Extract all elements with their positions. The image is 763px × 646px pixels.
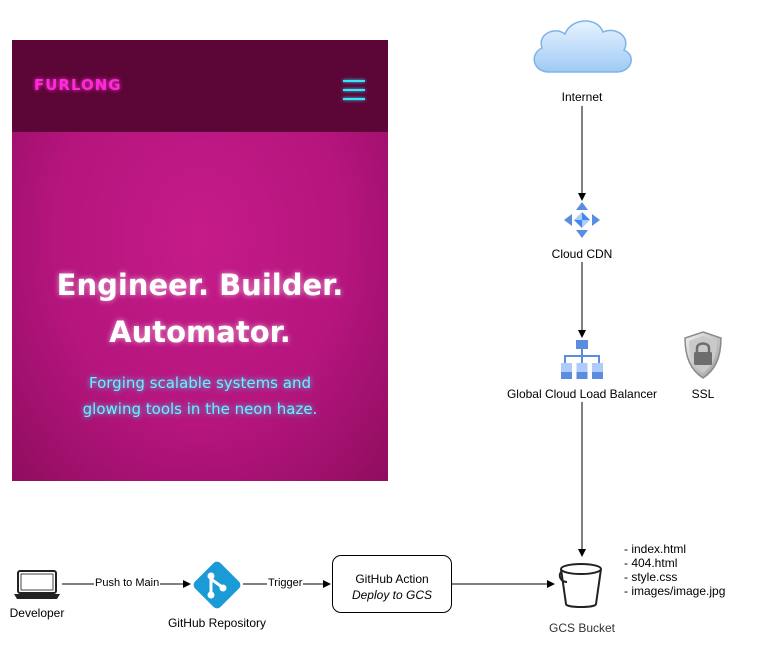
laptop-icon (14, 570, 60, 599)
gcs-bucket-label: GCS Bucket (548, 621, 616, 635)
hero-headline-line1: Engineer. Builder. (56, 268, 344, 302)
ssl-label: SSL (691, 387, 715, 401)
developer-label: Developer (9, 606, 65, 620)
cloud-icon (533, 20, 632, 73)
internet-label: Internet (561, 90, 603, 104)
hero-tagline-line1: Forging scalable systems and (89, 374, 311, 392)
load-balancer-label: Global Cloud Load Balancer (506, 387, 658, 401)
bucket-file-list: - index.html - 404.html - style.css - im… (624, 542, 725, 598)
file-item: - images/image.jpg (624, 584, 726, 598)
hero-tagline: Forging scalable systems and glowing too… (42, 370, 358, 422)
site-brand[interactable]: FURLONG (34, 76, 122, 94)
website-preview: FURLONG Engineer. Builder. Automator. Fo… (12, 40, 388, 481)
ssl-shield-icon (684, 331, 722, 379)
bucket-icon (558, 563, 602, 608)
github-action-title: GitHub Action (355, 572, 429, 586)
push-to-main-label: Push to Main (94, 577, 161, 589)
cloud-cdn-icon (564, 202, 600, 238)
hamburger-menu-icon[interactable] (343, 80, 365, 100)
github-action-subtitle: Deploy to GCS (351, 588, 433, 602)
hero-headline: Engineer. Builder. Automator. (12, 262, 388, 356)
file-item: - 404.html (624, 556, 678, 570)
hero-headline-line2: Automator. (109, 315, 291, 349)
hero-tagline-line2: glowing tools in the neon haze. (82, 400, 318, 418)
file-item: - style.css (624, 570, 678, 584)
load-balancer-icon (561, 340, 603, 379)
github-action-node[interactable]: GitHub Action Deploy to GCS (332, 555, 452, 613)
site-header: FURLONG (12, 40, 388, 132)
git-icon (193, 561, 241, 609)
cloud-cdn-label: Cloud CDN (551, 247, 613, 261)
trigger-label: Trigger (267, 577, 304, 589)
github-repo-label: GitHub Repository (167, 616, 267, 630)
file-item: - index.html (624, 542, 687, 556)
